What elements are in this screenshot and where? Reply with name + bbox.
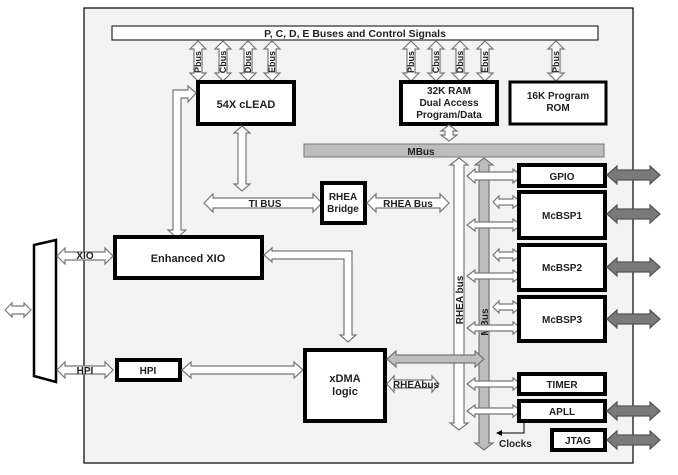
xdma-mbus-arrow <box>386 349 485 369</box>
xdma-label-line1: xDMA <box>329 373 360 385</box>
control-bus-label: P, C, D, E Buses and Control Signals <box>264 28 446 40</box>
xio-link-arrow <box>56 246 114 266</box>
enhanced-xio-label: Enhanced XIO <box>151 253 226 265</box>
rheabus-xdma-label: RHEAbus <box>393 380 440 391</box>
hpi-link-arrow <box>56 360 114 380</box>
ti-bus-label: TI BUS <box>249 199 282 210</box>
cpu-cbus-label: Cbus <box>218 51 228 74</box>
cpu-label: 54X cLEAD <box>217 99 276 111</box>
rhea-bus-arrow <box>366 192 450 214</box>
mcbsp3-label: McBSP3 <box>542 315 582 326</box>
timer-label: TIMER <box>546 380 578 391</box>
hpi-label: HPI <box>140 366 157 377</box>
mbus-vertical-label: MBus <box>480 308 491 336</box>
xdma-block <box>303 348 387 423</box>
xdma-label-line2: logic <box>332 386 358 398</box>
clocks-line <box>501 422 525 434</box>
external-port-arrow <box>4 301 32 319</box>
apll-external-arrow <box>606 400 661 422</box>
rom-label-line1: 16K Program <box>527 91 589 102</box>
cpu-dbus-label: Dbus <box>243 51 253 74</box>
ram-ebus-label: Ebus <box>480 51 490 73</box>
ram-dbus-label: Dbus <box>455 51 465 74</box>
clocks-label: Clocks <box>499 439 532 450</box>
apll-block <box>517 399 607 423</box>
enhanced-xio-block <box>113 235 264 280</box>
ram-label-line3: Program/Data <box>416 110 482 121</box>
rom-label-line2: ROM <box>546 103 569 114</box>
gpio-external-arrow <box>606 164 661 186</box>
mbus-vertical <box>473 157 495 451</box>
rhea-bridge-label-line2: Bridge <box>327 204 359 215</box>
mcbsp2-block <box>517 243 607 292</box>
ram-label-line2: Dual Access <box>419 98 479 109</box>
mbus-horizontal <box>303 143 605 158</box>
mcbsp1-label: McBSP1 <box>542 211 582 222</box>
gpio-label: GPIO <box>549 172 574 183</box>
ram-cbus-label: Cbus <box>431 51 441 74</box>
ram-block <box>399 80 499 126</box>
mcbsp1-external-arrow <box>606 203 661 225</box>
rhea-vertical-bus-label: RHEA bus <box>455 275 466 324</box>
timer-block <box>517 372 607 396</box>
cpu-ebus-label: Ebus <box>267 51 277 73</box>
jtag-block <box>550 428 607 452</box>
rom-block <box>508 80 608 126</box>
mcbsp1-block <box>517 190 607 240</box>
mbus-horizontal-label: MBus <box>407 147 435 158</box>
rom-pbus-label: Pbus <box>551 51 561 73</box>
jtag-external-arrow <box>606 429 661 451</box>
mcbsp3-external-arrow <box>606 308 661 330</box>
ram-pbus-label: Pbus <box>406 51 416 73</box>
gpio-block <box>517 163 607 188</box>
cpu-tibus-arrow <box>232 125 252 192</box>
external-mux <box>32 238 58 384</box>
mcbsp2-external-arrow <box>606 256 661 278</box>
hpi-block <box>115 358 182 382</box>
external-arrows <box>606 164 661 451</box>
xio-link-label: XIO <box>76 251 93 262</box>
rhea-bridge-label-line1: RHEA <box>329 192 357 203</box>
mcbsp3-block <box>517 295 607 343</box>
rhea-bus-label: RHEA Bus <box>383 199 433 210</box>
clocks-arrowhead <box>496 430 502 436</box>
rhea-bridge-block <box>320 181 367 225</box>
ram-mbus-arrow <box>439 124 459 142</box>
xio-xdma-arrow <box>263 246 358 343</box>
mcbsp2-label: McBSP2 <box>542 263 582 274</box>
ram-label-line1: 32K RAM <box>427 86 471 97</box>
cpu-pbus-label: Pbus <box>193 51 203 73</box>
cpu-block <box>196 80 296 126</box>
rheabus-xdma-arrow <box>386 374 440 394</box>
hpi-link-label: HPI <box>77 366 94 377</box>
apll-label: APLL <box>549 407 575 418</box>
jtag-label: JTAG <box>565 436 591 447</box>
control-bus-bar <box>111 25 599 41</box>
